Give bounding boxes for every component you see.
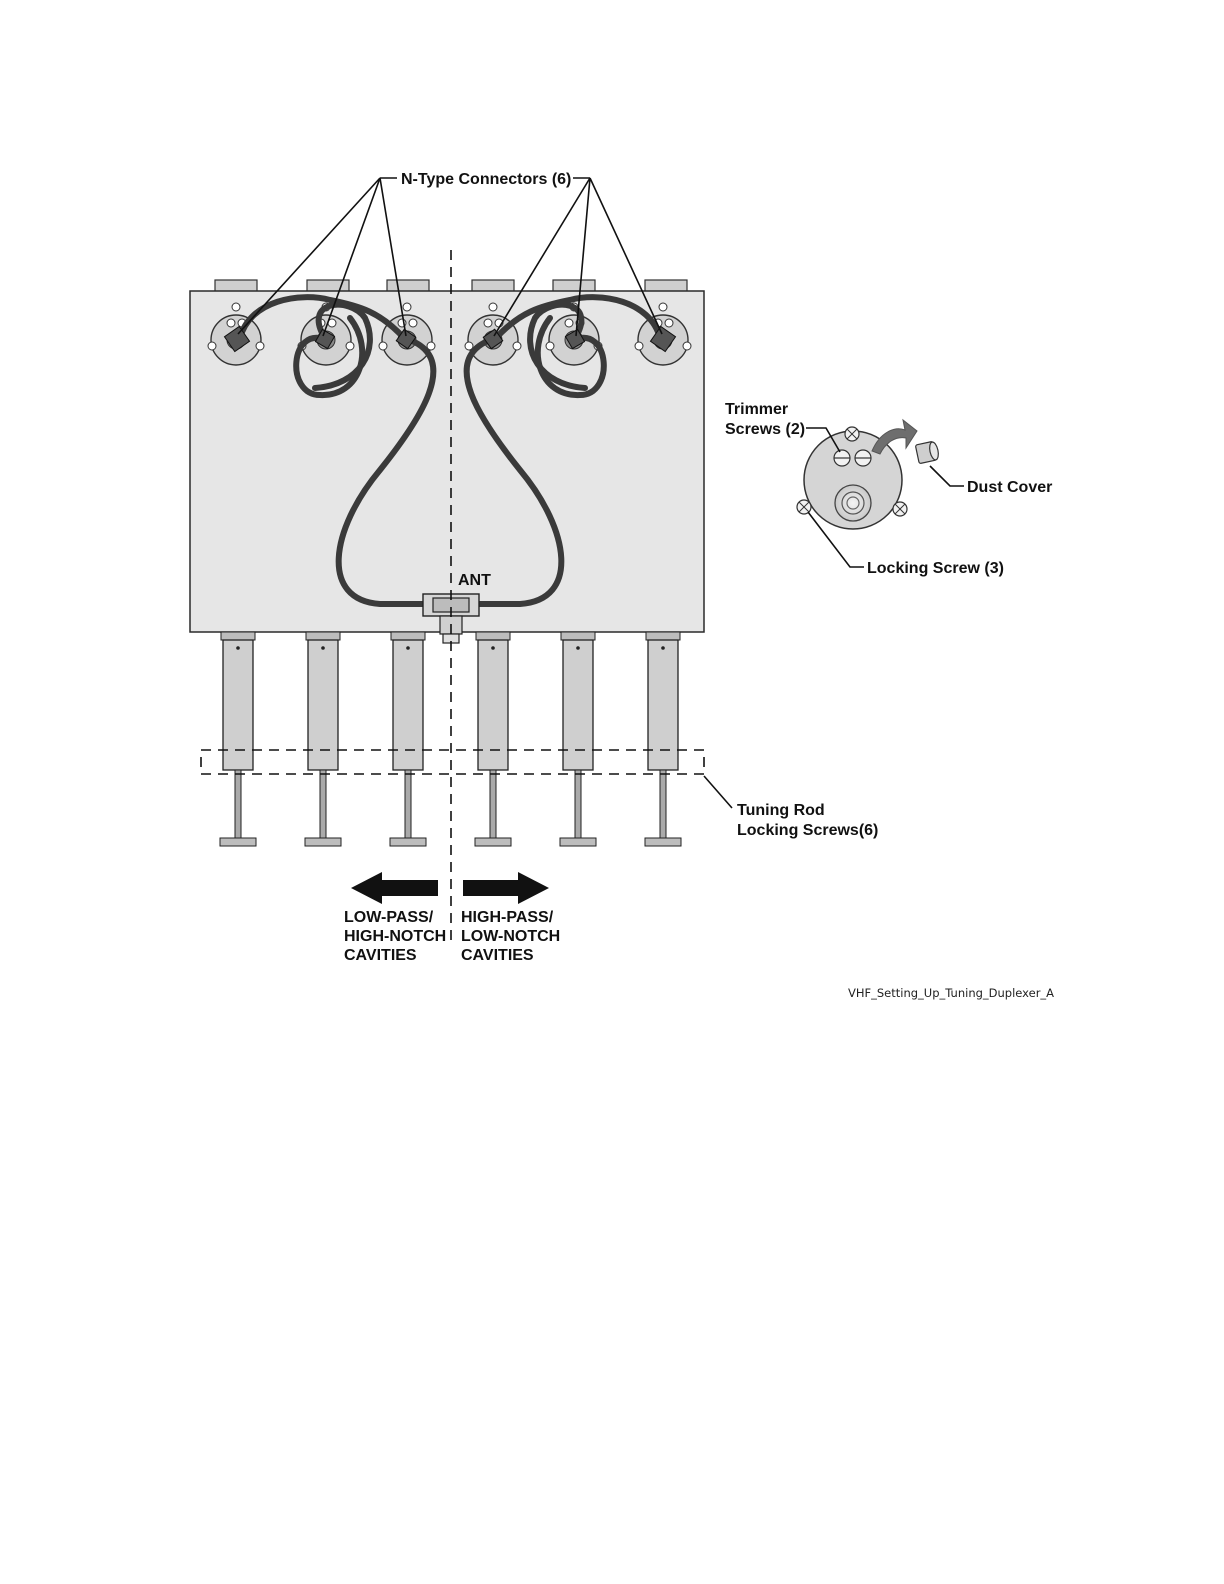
tuning-rod: [475, 632, 511, 846]
cavity-detail: [797, 427, 907, 529]
trimmer-screw-icon: [855, 450, 871, 466]
left-arrow: [351, 872, 438, 904]
dust-cover-leader: [930, 466, 964, 486]
dust-cover-label: Dust Cover: [967, 479, 1052, 496]
tuning-rod: [390, 632, 426, 846]
low-pass-label-1: LOW-PASS/: [344, 909, 434, 926]
tuning-rod: [560, 632, 596, 846]
low-pass-label-2: HIGH-NOTCH: [344, 928, 446, 945]
locking-screw-label: Locking Screw (3): [867, 560, 1004, 577]
removal-arrow-icon: [872, 420, 917, 454]
high-pass-label-1: HIGH-PASS/: [461, 909, 554, 926]
dust-cover-icon: [915, 441, 939, 463]
locking-screw-icon: [893, 502, 907, 516]
ant-label: ANT: [458, 572, 491, 589]
tuning-rod: [645, 632, 681, 846]
locking-screw-icon: [845, 427, 859, 441]
tuning-rod: [220, 632, 256, 846]
n-type-connectors-label: N-Type Connectors (6): [401, 171, 571, 188]
tuning-rod: [305, 632, 341, 846]
high-pass-label-3: CAVITIES: [461, 947, 534, 964]
figure-id: VHF_Setting_Up_Tuning_Duplexer_A: [848, 986, 1054, 1000]
tuning-rod-leader: [704, 776, 732, 808]
tuning-rod-lock-band: [201, 750, 704, 774]
right-arrow: [463, 872, 549, 904]
low-pass-label-3: CAVITIES: [344, 947, 417, 964]
trimmer-label-2: Screws (2): [725, 421, 805, 438]
tuning-rod-label-2: Locking Screws(6): [737, 822, 878, 839]
high-pass-label-2: LOW-NOTCH: [461, 928, 560, 945]
trimmer-screw-icon: [834, 450, 850, 466]
duplexer-panel: [190, 291, 704, 632]
tuning-rod-label-1: Tuning Rod: [737, 802, 825, 819]
trimmer-label-1: Trimmer: [725, 401, 788, 418]
